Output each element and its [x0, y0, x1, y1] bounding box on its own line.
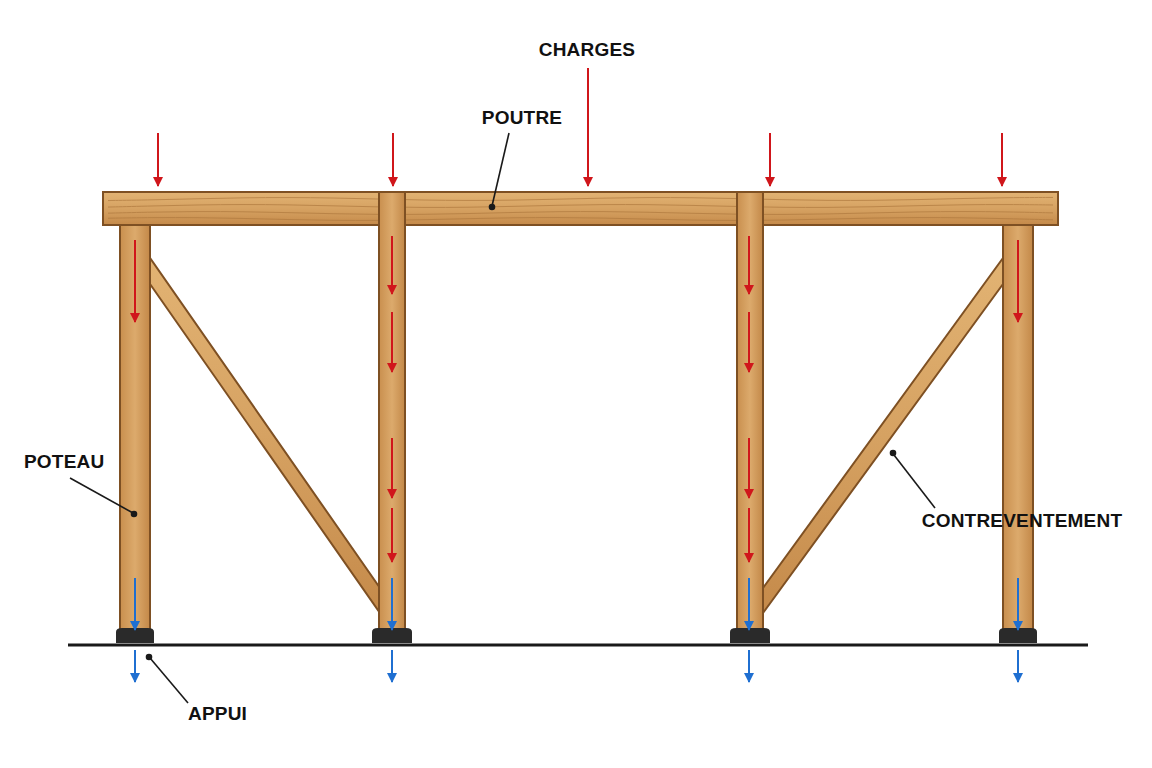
post-2 — [379, 192, 405, 630]
post-4 — [1003, 222, 1033, 630]
ground-line — [68, 644, 1088, 647]
part-label: CONTREVENTEMENT — [922, 511, 1122, 532]
post-1 — [120, 222, 150, 630]
part-label: POTEAU — [24, 452, 104, 473]
part-label: APPUI — [188, 704, 247, 725]
part-label: POUTRE — [482, 108, 562, 129]
leader-lines — [70, 133, 935, 703]
base-plates — [116, 628, 1037, 643]
wood-grain — [108, 197, 1053, 220]
reaction-arrows — [135, 578, 1018, 682]
part-label: CHARGES — [539, 40, 635, 61]
brace-left — [150, 258, 380, 613]
beam — [103, 192, 1058, 225]
post-3 — [737, 192, 763, 630]
brace-right — [763, 258, 1003, 613]
load-arrows — [135, 68, 1018, 562]
